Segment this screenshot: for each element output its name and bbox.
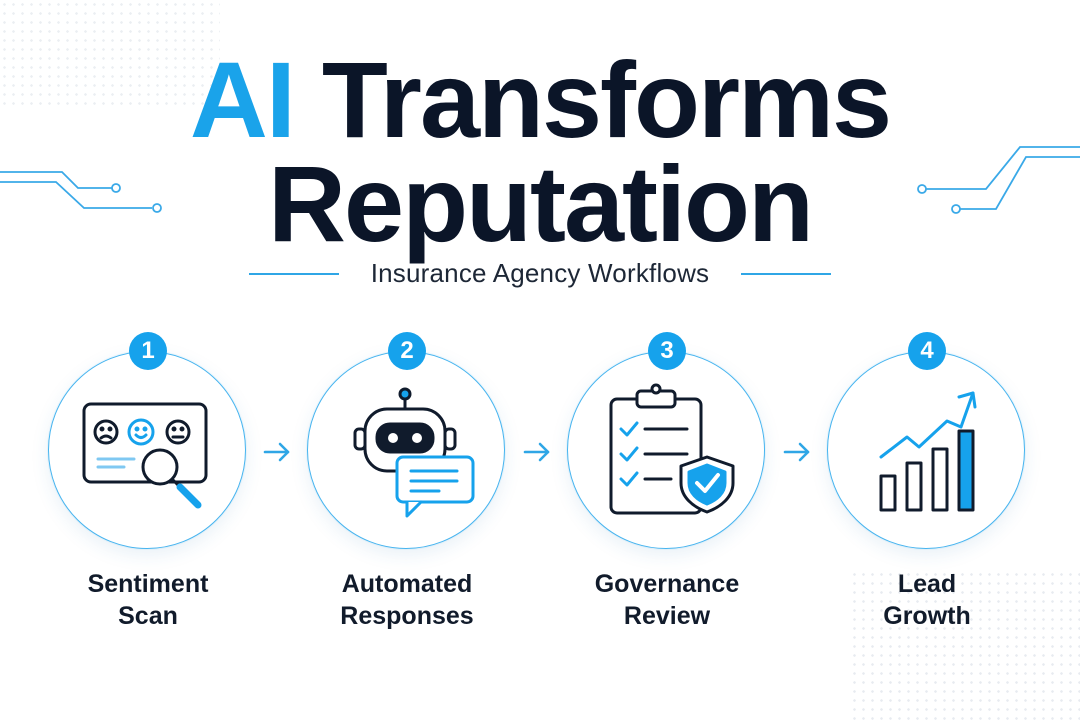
subtitle-row: Insurance Agency Workflows: [0, 258, 1080, 289]
step-label-line-2: Responses: [340, 602, 474, 630]
step-circle: [567, 351, 765, 549]
arrow-right-icon: [263, 442, 290, 462]
step-circle: [827, 351, 1025, 549]
sentiment-scan-icon: [82, 402, 208, 509]
title-accent: AI: [189, 39, 296, 160]
step-label-line-1: Lead: [897, 570, 957, 598]
step-sentiment-scan: 1 Sentiment Scan: [38, 332, 258, 642]
step-label: Automated Responses: [297, 568, 517, 632]
step-number-badge: 4: [908, 332, 946, 370]
circuit-lines-right: [917, 146, 1080, 214]
step-label-line-1: Automated: [341, 570, 473, 598]
arrow-right-icon: [523, 442, 550, 462]
step-label-line-2: Scan: [118, 602, 178, 630]
step-lead-growth: 4 Lead Growth: [817, 332, 1037, 642]
chatbot-icon: [353, 387, 475, 518]
clipboard-shield-icon: [609, 383, 735, 515]
title-line-2: Reputation: [268, 143, 814, 264]
growth-chart-icon: [879, 391, 977, 512]
step-label-line-2: Growth: [883, 602, 971, 630]
subtitle-rule-right: [741, 272, 832, 275]
title-word: Transforms: [321, 39, 892, 160]
step-label: Lead Growth: [817, 568, 1037, 632]
subtitle-rule-left: [248, 272, 339, 275]
step-number-badge: 2: [388, 332, 426, 370]
step-label: Governance Review: [557, 568, 777, 632]
circuit-lines-left: [0, 171, 162, 213]
step-label-line-2: Review: [623, 602, 711, 630]
arrow-right-icon: [783, 442, 810, 462]
step-label-line-1: Governance: [594, 570, 740, 598]
step-governance-review: 3 Governance Review: [557, 332, 777, 642]
subtitle: Insurance Agency Workflows: [370, 258, 710, 288]
step-automated-responses: 2 Automated Responses: [297, 332, 517, 642]
step-circle: [48, 351, 246, 549]
page-title: AI Transforms Reputation: [0, 46, 1080, 258]
step-label: Sentiment Scan: [38, 568, 258, 632]
step-label-line-1: Sentiment: [87, 570, 209, 598]
step-number-badge: 3: [648, 332, 686, 370]
step-number-badge: 1: [129, 332, 167, 370]
